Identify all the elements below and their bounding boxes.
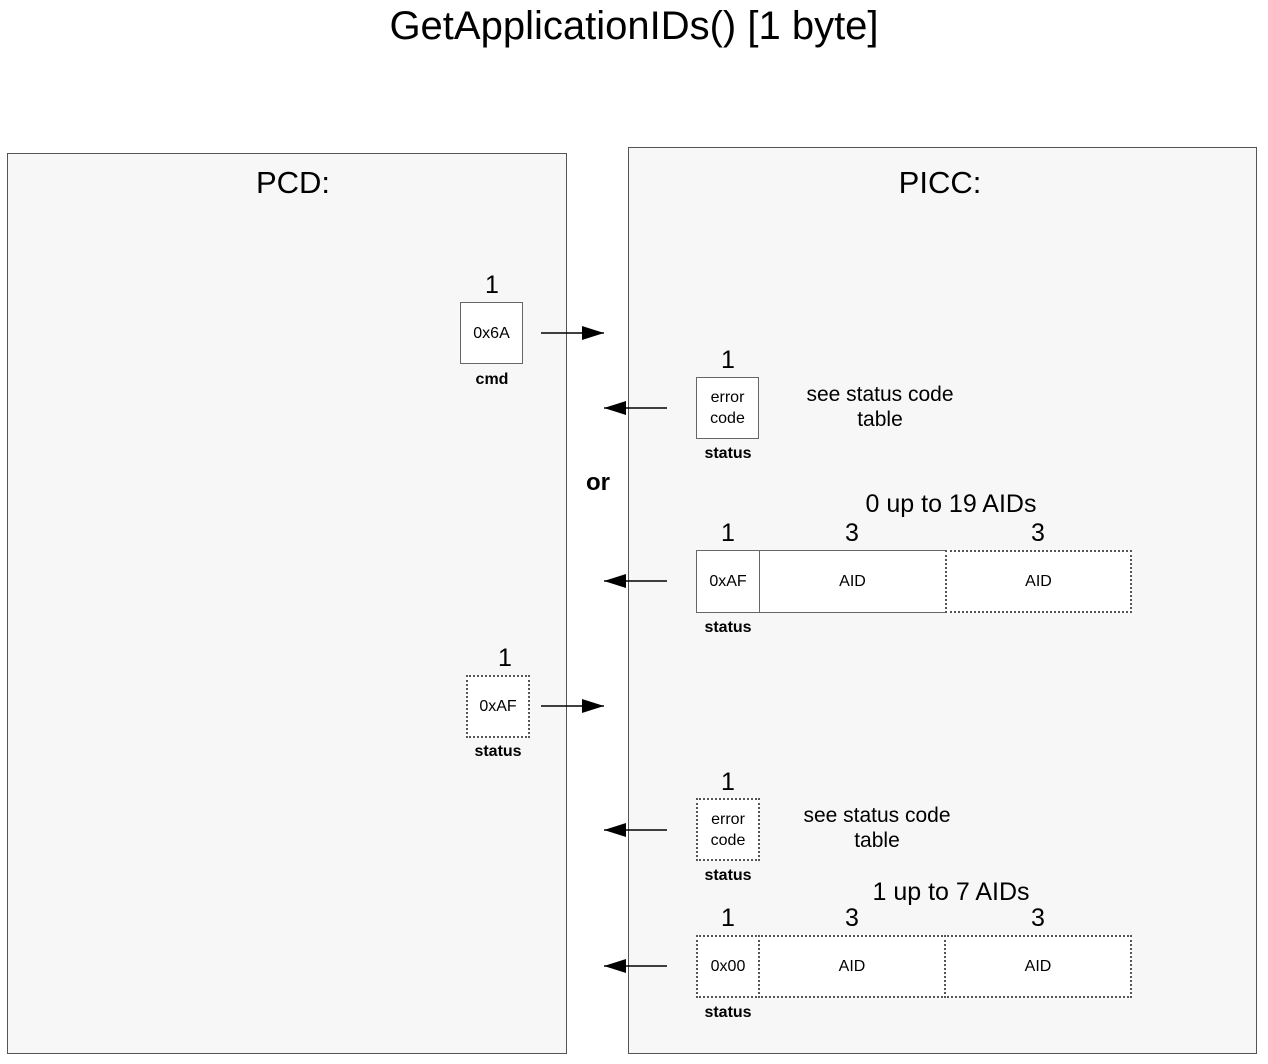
resp1-status-label: status — [704, 619, 752, 636]
resp1-status-count: 1 — [721, 519, 735, 547]
error2-box: error code — [696, 798, 760, 861]
cmd-box: 0x6A — [460, 302, 523, 364]
or-label: or — [586, 469, 610, 496]
resp2-status-count: 1 — [721, 904, 735, 932]
resp1-status-box: 0xAF — [696, 550, 760, 613]
resp2-aid2-box: AID — [944, 935, 1132, 998]
error2-label: status — [704, 867, 752, 884]
resp2-caption: 1 up to 7 AIDs — [872, 878, 1030, 906]
resp1-aid2-count: 3 — [1031, 519, 1045, 547]
diagram-title: GetApplicationIDs() [1 byte] — [389, 4, 879, 48]
error2-byte-count: 1 — [721, 768, 735, 796]
resp1-caption: 0 up to 19 AIDs — [865, 490, 1037, 518]
resp1-aid2-box: AID — [945, 550, 1132, 613]
error2-note: see status code table — [803, 804, 951, 852]
pcd-status-box: 0xAF — [466, 675, 530, 738]
picc-title: PICC: — [898, 165, 982, 200]
pcd-title: PCD: — [255, 165, 331, 200]
resp2-aid2-count: 3 — [1031, 904, 1045, 932]
error1-label: status — [704, 445, 752, 462]
error1-note: see status code table — [806, 383, 954, 431]
resp1-aid1-count: 3 — [845, 519, 859, 547]
resp2-status-box: 0x00 — [696, 935, 760, 998]
error1-byte-count: 1 — [721, 346, 735, 374]
resp2-status-label: status — [704, 1004, 752, 1021]
cmd-label: cmd — [475, 371, 509, 388]
resp1-aid1-box: AID — [759, 550, 946, 613]
error1-box: error code — [696, 377, 759, 439]
resp2-aid1-box: AID — [758, 935, 946, 998]
pcd-status-byte-count: 1 — [498, 644, 512, 672]
cmd-byte-count: 1 — [485, 271, 499, 299]
pcd-status-label: status — [474, 743, 522, 760]
resp2-aid1-count: 3 — [845, 904, 859, 932]
